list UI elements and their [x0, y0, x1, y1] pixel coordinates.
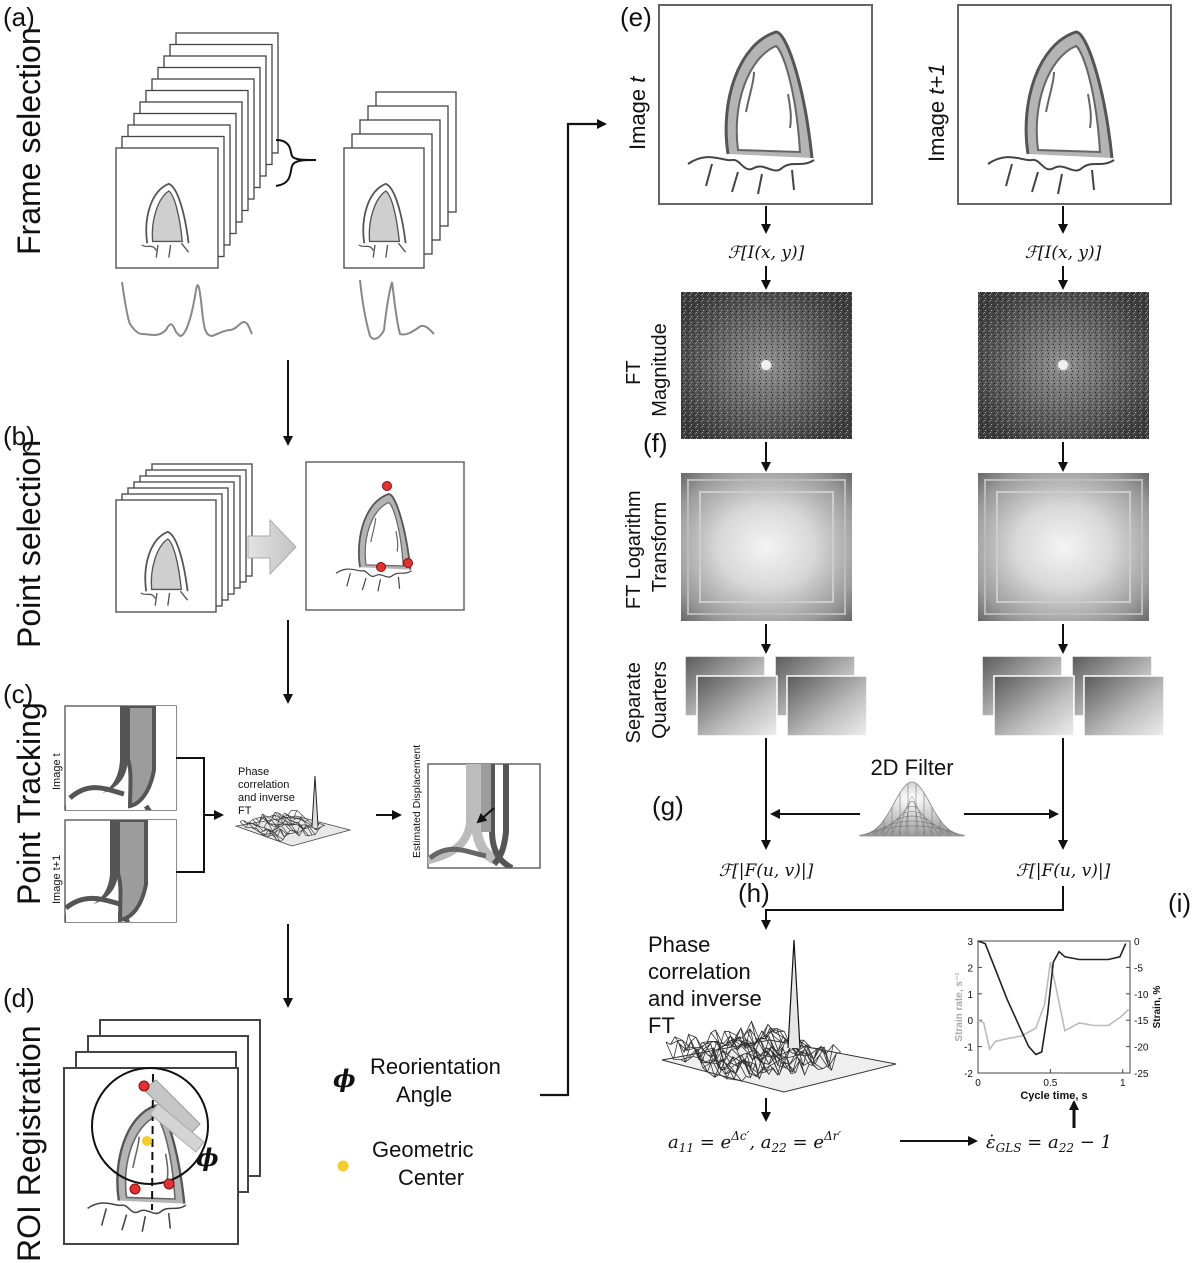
roi-circle	[91, 1067, 209, 1185]
chart-xtick-label: 0	[975, 1078, 981, 1089]
svg-text:FT: FT	[238, 805, 252, 817]
roi-landmark-left	[129, 1183, 141, 1195]
chart-y2label: Strain, %	[1152, 986, 1163, 1029]
section-roi-registration: ROI Registration	[11, 1025, 47, 1262]
separate-quarters-label: Separate Quarters	[623, 657, 671, 744]
strain-equation: ε̇GLS = a22 − 1	[986, 1132, 1112, 1155]
roi-landmark-apex	[138, 1080, 150, 1092]
chart-series-strain	[977, 940, 1127, 1056]
chart-y2tick-label: -25	[1134, 1069, 1149, 1080]
tracking-label-image-t1: Image t+1	[51, 855, 63, 904]
chart-xlabel: Cycle time, s	[1020, 1090, 1087, 1102]
panel-label-i: (i)	[1168, 888, 1191, 918]
landmark-base-left	[376, 562, 386, 572]
roi-dashed-axis	[151, 1073, 154, 1211]
section-point-tracking: Point Tracking	[11, 702, 47, 905]
tracking-join-bracket	[176, 757, 222, 873]
estimated-displacement-crop	[427, 763, 541, 869]
panel-label-b: (b)	[3, 421, 35, 451]
chart-series-strain-rate	[977, 961, 1130, 1052]
ft-log-label: FT Logarithm Transform	[623, 485, 671, 609]
svg-text:and inverse: and inverse	[648, 986, 762, 1011]
reorientation-bar-lower	[149, 1103, 205, 1153]
landmark-apex	[382, 481, 392, 491]
tracking-label-image-t: Image t	[51, 753, 63, 790]
chart-ytick-label: -2	[964, 1069, 973, 1080]
ft-magnitude-right	[978, 292, 1149, 439]
quarters-left	[684, 655, 868, 737]
frame-stack-left	[115, 32, 279, 269]
chart-xtick-label: 1	[1120, 1078, 1126, 1089]
panel-label-e: (e)	[620, 2, 652, 32]
quarters-right	[981, 655, 1165, 737]
fourier-left: ℱ[I(x, y)]	[728, 243, 805, 263]
section-frame-selection: Frame selection	[11, 27, 47, 255]
svg-text:correlation: correlation	[238, 779, 289, 791]
chart-ytick-label: -1	[964, 1043, 973, 1054]
svg-text:and inverse: and inverse	[238, 792, 295, 804]
estimated-displacement-label: Estimated Displacement	[411, 745, 423, 858]
panel-label-h: (h)	[738, 878, 770, 908]
legend-geometric-center-dot	[337, 1160, 349, 1172]
big-gray-arrow	[247, 518, 297, 576]
frame-stack-point-selection	[115, 463, 253, 613]
tracking-correlation-surface	[234, 775, 352, 847]
ecg-trace-left	[121, 281, 253, 338]
ft-magnitude-label: FT Magnitude	[623, 323, 671, 416]
chart-y2tick-label: -15	[1134, 1016, 1149, 1027]
selection-brace	[275, 139, 317, 187]
fourier-right: ℱ[I(x, y)]	[1025, 243, 1102, 263]
fourier-abs-right: ℱ[|F(u, v)|]	[1016, 861, 1111, 881]
tracking-phase-correlation-label: Phase correlation and inverse FT	[238, 766, 295, 817]
section-point-selection: Point selection	[11, 440, 47, 648]
svg-text:FT: FT	[648, 1013, 675, 1038]
chart-y2tick-label: -20	[1134, 1043, 1149, 1054]
chart-xtick-label: 0.5	[1043, 1078, 1057, 1089]
chart-y2tick-label: 0	[1134, 937, 1140, 948]
image-t1-label: Image t+1	[924, 64, 949, 162]
chart-ytick-label: 0	[967, 1016, 973, 1027]
chart-ytick-label: 2	[967, 963, 973, 974]
fourier-abs-left: ℱ[|F(u, v)|]	[719, 861, 814, 881]
roi-landmark-right	[163, 1178, 175, 1190]
panel-label-d: (d)	[3, 983, 35, 1013]
svg-text:correlation: correlation	[648, 959, 751, 984]
landmark-base-right	[403, 558, 413, 568]
panel-label-g: (g)	[652, 791, 684, 821]
legend-reorientation: Reorientation Angle	[370, 1054, 507, 1107]
panel-label-c: (c)	[3, 679, 33, 709]
chart-y2tick-label: -5	[1134, 963, 1143, 974]
chart-ytick-label: 1	[967, 990, 973, 1001]
frame-stack-right	[343, 91, 457, 269]
roi-geometric-center	[142, 1136, 152, 1146]
ft-log-right	[978, 473, 1149, 621]
tracking-crop-image-t	[64, 705, 177, 811]
svg-text:Phase: Phase	[238, 766, 269, 778]
roi-phi: ϕ	[196, 1143, 219, 1172]
svg-text:Phase: Phase	[648, 932, 710, 957]
tracking-crop-image-t1	[64, 819, 177, 923]
panel-label-a: (a)	[3, 2, 35, 32]
image-t-label: Image t	[625, 76, 650, 150]
h-correlation-surface	[661, 939, 897, 1093]
h-phase-correlation-label: Phase correlation and inverse FT	[648, 932, 762, 1038]
legend-phi-symbol: ϕ	[333, 1064, 356, 1093]
filter-label: 2D Filter	[870, 755, 953, 780]
arrow-roi-to-image	[540, 119, 607, 1097]
combine-arrow	[761, 886, 1064, 930]
chart-ylabel: Strain rate, s⁻¹	[954, 972, 965, 1042]
ecg-trace-right	[359, 279, 435, 340]
ft-magnitude-left	[681, 292, 852, 439]
chart-ytick-label: 3	[967, 937, 973, 948]
chart-y2tick-label: -10	[1134, 990, 1149, 1001]
filter-gaussian	[859, 781, 965, 837]
a-equation: a11 = eΔc′, a22 = eΔr′	[668, 1129, 841, 1155]
panel-label-f: (f)	[643, 428, 668, 458]
legend-geometric: Geometric Center	[372, 1137, 480, 1190]
ft-log-left	[681, 473, 852, 621]
